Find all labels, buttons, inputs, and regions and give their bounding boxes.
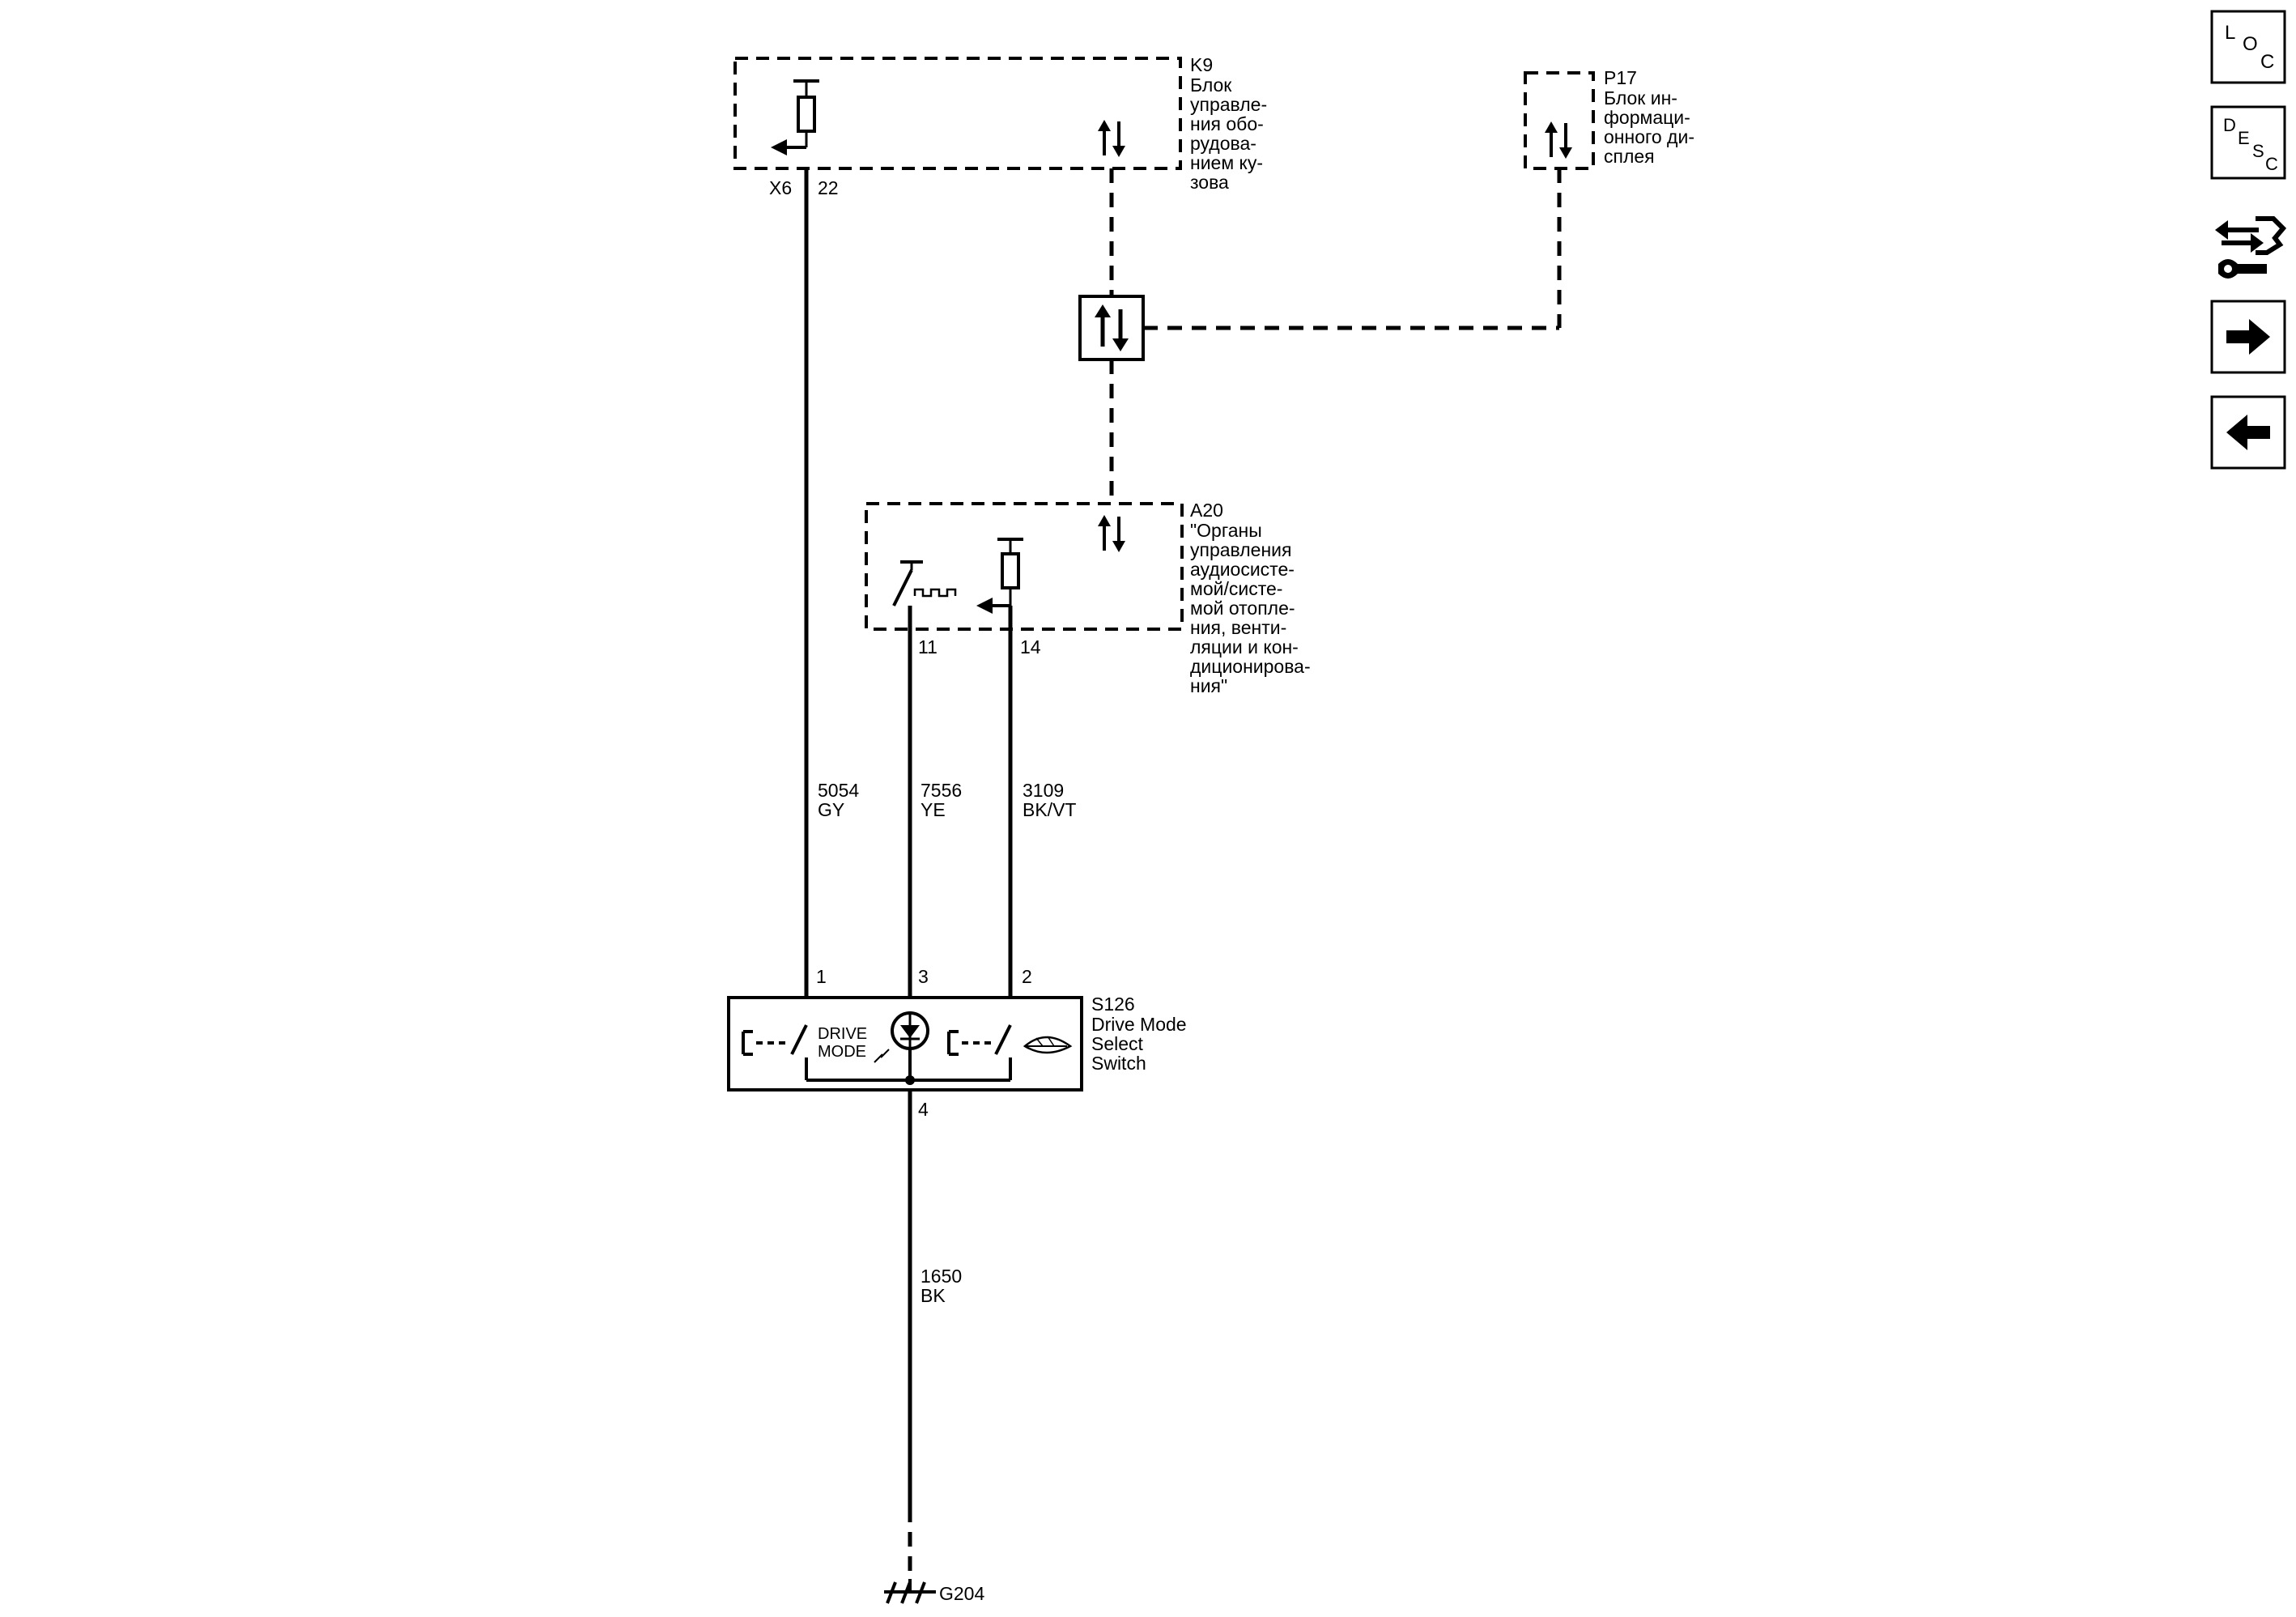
ground-g204: G204 (884, 1579, 984, 1604)
s126-name-line: Drive Mode (1091, 1014, 1187, 1035)
k9-id: K9 (1190, 54, 1213, 75)
k9-name-line: зова (1190, 172, 1229, 193)
a20-pullup-resistor-icon (976, 538, 1023, 614)
drive-mode-switch-icon (742, 1024, 808, 1080)
connector-view-button[interactable] (2212, 202, 2290, 280)
previous-arrow-icon (2226, 415, 2270, 450)
s126-inner-label: DRIVE (818, 1025, 867, 1043)
s126-id: S126 (1091, 994, 1135, 1015)
k9-dashed-outline (733, 57, 1182, 170)
next-page-frame[interactable] (2210, 300, 2286, 374)
side-toolbar: L O C D E S C (2210, 10, 2290, 470)
k9-name-line: ния обо- (1190, 113, 1264, 134)
desc-letter: S (2252, 141, 2264, 161)
wire-color-label: YE (921, 799, 946, 820)
a20-serial-data-icon (1098, 515, 1125, 552)
previous-page-frame[interactable] (2210, 395, 2286, 470)
loc-letter: O (2243, 33, 2258, 55)
a20-name-line: диционирова- (1190, 656, 1311, 677)
s126-switch: 1 3 2 4 DRIVE MODE (727, 966, 1187, 1120)
s126-pin-label: 1 (816, 966, 827, 987)
s126-pin-label: 2 (1022, 966, 1032, 987)
loc-letter: L (2225, 22, 2235, 44)
desc-button[interactable]: D E S C (2210, 105, 2286, 180)
wires: 5054 GY 7556 YE 3109 BK/VT 1650 BK (804, 168, 1076, 1579)
k9-serial-data-icon (1098, 120, 1125, 157)
a20-name-line: "Органы (1190, 520, 1262, 541)
a20-name-line: ляции и кон- (1190, 636, 1299, 657)
p17-name-line: сплея (1604, 146, 1655, 167)
s126-name-line: Select (1091, 1033, 1144, 1054)
a20-pin-label: 14 (1020, 636, 1041, 657)
a20-module: A20 "Органы управления аудиосисте- мой/с… (865, 500, 1311, 696)
next-page-button[interactable] (2210, 300, 2286, 374)
connector-view-icon (2215, 216, 2287, 279)
desc-letter: C (2265, 154, 2278, 174)
p17-serial-data-icon (1545, 121, 1572, 159)
a20-name-line: мой/систе- (1190, 578, 1282, 599)
splice-dot (905, 1075, 915, 1085)
p17-name-line: онного ди- (1604, 126, 1694, 147)
p17-name-line: формаци- (1604, 107, 1690, 128)
s126-inner-label: MODE (818, 1043, 866, 1061)
data-bus-junction-icon (1078, 295, 1145, 361)
ground-symbol-icon (884, 1579, 936, 1604)
wire-circuit-label: 5054 (818, 780, 859, 801)
p17-dashed-outline (1524, 71, 1595, 170)
desc-button-frame[interactable] (2210, 105, 2286, 180)
wire-color-label: BK/VT (1023, 799, 1076, 820)
k9-name-line: управле- (1190, 94, 1267, 115)
desc-letter: E (2238, 128, 2250, 148)
k9-name-line: нием ку- (1190, 152, 1263, 173)
wire-color-label: GY (818, 799, 844, 820)
k9-connector-label: X6 (769, 177, 792, 198)
a20-name-line: управления (1190, 539, 1291, 560)
led-indicator-icon (874, 1011, 929, 1080)
a20-pwm-switch-icon (892, 560, 957, 629)
a20-name-line: ния" (1190, 675, 1227, 696)
loc-letter: C (2260, 51, 2274, 73)
p17-name-line: Блок ин- (1604, 87, 1677, 109)
a20-id: A20 (1190, 500, 1223, 521)
s126-name-line: Switch (1091, 1053, 1146, 1074)
s126-pin-label: 4 (918, 1099, 929, 1120)
p17-id: P17 (1604, 67, 1637, 88)
k9-name-line: Блок (1190, 74, 1232, 96)
a20-name-line: ния, венти- (1190, 617, 1286, 638)
k9-module: K9 Блок управле- ния обо- рудова- нием к… (733, 54, 1267, 198)
wire-color-label: BK (921, 1285, 946, 1306)
k9-name-line: рудова- (1190, 133, 1256, 154)
a20-name-line: аудиосисте- (1190, 559, 1295, 580)
wire-circuit-label: 3109 (1023, 780, 1064, 801)
a20-name-line: мой отопле- (1190, 598, 1295, 619)
k9-pin-label: 22 (818, 177, 839, 198)
wire-circuit-label: 1650 (921, 1266, 962, 1287)
previous-page-button[interactable] (2210, 395, 2286, 470)
ground-label: G204 (939, 1583, 984, 1604)
loc-button[interactable]: L O C (2210, 10, 2286, 84)
next-arrow-icon (2226, 319, 2270, 355)
loc-button-frame[interactable] (2210, 10, 2286, 84)
desc-letter: D (2223, 115, 2236, 135)
wire-circuit-label: 7556 (921, 780, 962, 801)
p17-module: P17 Блок ин- формаци- онного ди- сплея (1524, 67, 1694, 170)
a20-pin-label: 11 (918, 636, 938, 657)
eco-leaf-icon (1023, 1036, 1073, 1054)
k9-pullup-resistor-icon (771, 79, 819, 155)
s126-outline (727, 996, 1083, 1091)
eco-mode-switch-icon (947, 1024, 1012, 1080)
a20-dashed-outline (865, 502, 1184, 631)
serial-data-bus (1078, 168, 1562, 504)
s126-pin-label: 3 (918, 966, 929, 987)
